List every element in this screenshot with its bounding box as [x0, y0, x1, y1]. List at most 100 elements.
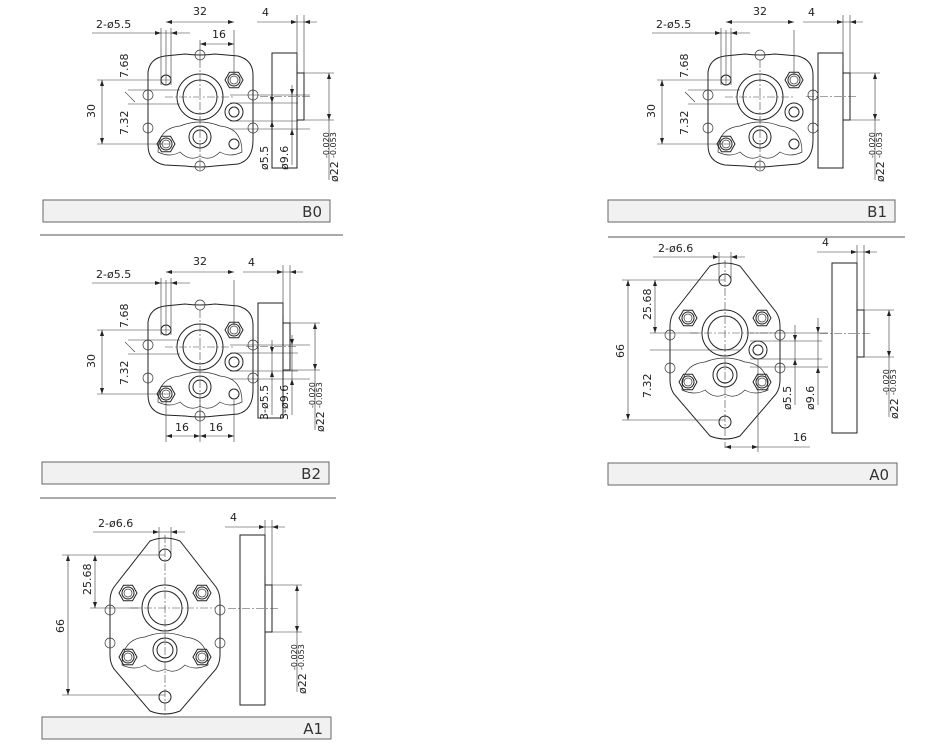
arrow-head — [291, 20, 297, 24]
arrow-head — [166, 20, 172, 24]
tolerance-lower: -0.053 — [315, 382, 324, 408]
arrow-head — [626, 280, 630, 286]
arrow-head — [66, 689, 70, 695]
height-dimension: 66 — [54, 619, 67, 633]
hex-nut — [118, 648, 138, 666]
counterbore-diameter: 3-ø9.6 — [278, 385, 291, 420]
arrow-head — [873, 114, 877, 120]
arrow-head — [290, 129, 294, 135]
arrow-head — [713, 255, 719, 259]
scallop — [774, 329, 786, 341]
shaft-diameter: ø22 — [314, 411, 327, 432]
tolerance-upper: -0.020 — [868, 132, 877, 158]
hex-nut — [678, 309, 698, 327]
tolerance-upper: -0.020 — [322, 132, 331, 158]
variant-label: B2 — [301, 465, 321, 483]
arrow-head — [725, 445, 731, 449]
hex-nut — [118, 584, 138, 602]
lower-offset-dimension: 7.32 — [641, 374, 654, 399]
hex-nut — [224, 71, 244, 89]
height-dimension: 30 — [85, 104, 98, 118]
thickness-dimension: 4 — [248, 256, 255, 269]
variant-label-bar — [607, 462, 898, 486]
arrow-head — [153, 530, 159, 534]
port-ring — [224, 102, 244, 122]
variant-label-bar — [42, 199, 331, 223]
arrow-head — [726, 20, 732, 24]
variant-label-bar — [41, 461, 330, 485]
bolt-hole — [195, 650, 209, 664]
bolt-hole — [681, 375, 695, 389]
arrow-head — [228, 434, 234, 438]
arrow-head — [100, 388, 104, 394]
tolerance-upper: -0.020 — [290, 644, 299, 670]
arrow-head — [93, 602, 97, 608]
arrow-head — [100, 138, 104, 144]
arrow-head — [66, 555, 70, 561]
arrow-head — [155, 31, 161, 35]
arrow-head — [155, 281, 161, 285]
arrow-head — [850, 20, 856, 24]
scallop — [104, 604, 116, 616]
thickness-dimension: 4 — [262, 6, 269, 19]
shaft-diameter: ø22 — [328, 161, 341, 182]
hex-nut — [784, 71, 804, 89]
bolt-hole — [121, 650, 135, 664]
scallop — [142, 122, 154, 134]
shaft-diameter: ø22 — [888, 398, 901, 419]
arrow-head — [200, 434, 206, 438]
arrow-head — [100, 330, 104, 336]
height-dimension: 30 — [85, 354, 98, 368]
tolerance-lower: -0.053 — [297, 644, 306, 670]
arrow-head — [660, 138, 664, 144]
port-hole — [752, 344, 764, 356]
hole-spec: 2-ø5.5 — [656, 18, 691, 31]
width-dimension: 32 — [193, 5, 207, 18]
arrow-head — [752, 445, 758, 449]
bolt-hole — [195, 586, 209, 600]
arrow-head — [290, 89, 294, 95]
lower-offset-dimension: 7.32 — [118, 111, 131, 136]
port-ring — [784, 102, 804, 122]
port-diameter: ø5.5 — [781, 386, 794, 410]
pump-cavity — [157, 371, 243, 409]
bolt-hole-inner — [123, 652, 133, 662]
arrow-head — [166, 270, 172, 274]
variant-label: A1 — [303, 720, 323, 738]
tolerance-lower: -0.053 — [329, 132, 338, 158]
arrow-head — [715, 31, 721, 35]
arrow-head — [660, 80, 664, 86]
arrow-head — [793, 335, 797, 341]
scallop — [214, 604, 226, 616]
arrow-head — [327, 73, 331, 79]
arrow-head — [270, 347, 274, 353]
hex-nut — [224, 321, 244, 339]
scallop — [142, 372, 154, 384]
width-dimension: 32 — [193, 255, 207, 268]
slash-mark — [124, 341, 136, 353]
bolt-hole-inner — [757, 377, 767, 387]
tolerance-lower: -0.053 — [889, 369, 898, 395]
counterbore-diameter: ø9.6 — [804, 386, 817, 410]
arrow-head — [290, 379, 294, 385]
scallop — [104, 637, 116, 649]
arrow-head — [816, 367, 820, 373]
bolt-hole-inner — [197, 588, 207, 598]
bolt-hole-inner — [789, 75, 799, 85]
upper-offset-dimension: 7.68 — [678, 54, 691, 79]
flange-plate-outline — [109, 537, 221, 715]
scallop — [214, 637, 226, 649]
upper-offset-dimension: 7.68 — [118, 54, 131, 79]
mounting-hole — [788, 138, 800, 150]
variant-label-bar — [41, 716, 332, 740]
bolt-hole-inner — [683, 313, 693, 323]
hole-spec: 2-ø6.6 — [98, 517, 133, 530]
pump-cavity — [717, 121, 803, 159]
port-diameter: ø5.5 — [258, 146, 271, 170]
arrow-head — [228, 42, 234, 46]
arrow-head — [327, 114, 331, 120]
port-ring — [748, 340, 768, 360]
port-hole — [228, 356, 240, 368]
